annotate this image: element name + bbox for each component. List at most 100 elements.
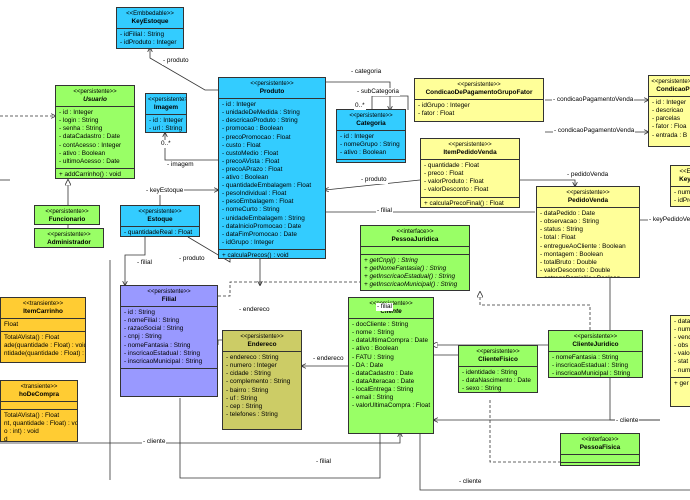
class-name: Usuario	[83, 96, 107, 104]
label-filial-left: - filial	[136, 259, 153, 267]
class-name: Categoria	[356, 120, 386, 128]
label-cliente-low: - cliente	[458, 478, 483, 486]
wire-produto-imagem	[165, 133, 218, 161]
attribute: - dataInicioPromocao : Date	[222, 222, 302, 230]
stereotype: <<persistente>>	[457, 82, 501, 88]
attribute: - url : String	[149, 125, 183, 133]
class-condgrupo[interactable]: <<persistente>>CondicaoDePagamentoGrupoF…	[414, 78, 544, 122]
attribute: - id : Integer	[652, 99, 687, 107]
stereotype: <<persistente>>	[148, 97, 186, 103]
attribute: - descricao	[652, 107, 684, 115]
attribute: - nomeFantasia : String	[552, 354, 619, 362]
attribute: - contAcesso : Integer	[59, 141, 122, 149]
stereotype: <<interface>>	[581, 437, 619, 443]
class-usuario[interactable]: <<persistente>>Usuario- id : Integer- lo…	[55, 85, 135, 179]
class-produto[interactable]: <<persistente>>Produto- id : Integer- un…	[218, 77, 326, 259]
method: TotalAVista() : Float	[4, 412, 60, 420]
attribute: - cidade : String	[226, 370, 271, 378]
attribute: - total : Float	[540, 234, 576, 242]
class-pessoajuridica[interactable]: <<interface>>PessoaJuridica+ getCnpj() :…	[360, 225, 470, 291]
class-header: <<persistente>>Produto	[219, 78, 325, 100]
attribute: - uf : String	[226, 394, 258, 402]
attribute: - dataAlteracao : Date	[352, 377, 415, 385]
stereotype: <<persistente>>	[47, 232, 91, 238]
attribute: - email : String	[352, 394, 394, 402]
attribute: - valorDesconto : Double	[540, 266, 611, 274]
attribute: - id : Integer	[222, 101, 257, 109]
class-itempedido[interactable]: <<persistente>>ItemPedidoVenda- quantida…	[420, 138, 520, 208]
stereotype: <<persistente>>	[476, 349, 520, 355]
attribute: - id : String	[124, 309, 155, 317]
class-clientefisico[interactable]: <<persistente>>ClienteFisico- identidade…	[458, 345, 538, 393]
label-filial-mid: - filial	[376, 207, 393, 215]
class-administrador[interactable]: <<persistente>>Administrador	[34, 228, 104, 248]
method: o : int) : void	[4, 428, 39, 436]
class-header: <<persistente>>Endereco	[223, 331, 301, 353]
attribute: - bairro : String	[226, 386, 269, 394]
attributes-section: - idGrupo : Integer- fator : Float	[415, 100, 543, 120]
class-header: <<persistente>>Filial	[121, 286, 217, 308]
attribute: - DA : Date	[352, 361, 384, 369]
class-header: <<Embbedable>>KeyEstoque	[117, 8, 183, 30]
attribute: - telefones : String	[226, 410, 278, 418]
method: + calculaPrecos() : void	[222, 251, 289, 259]
attribute: - precoAPrazo : Float	[222, 165, 283, 173]
label-cliente-bottom: - cliente	[142, 438, 167, 446]
attribute: - dataCadastro : Date	[59, 133, 121, 141]
method: + getInscricaoEstadual() : String	[364, 273, 456, 281]
stereotype: <<persistente>>	[138, 209, 182, 215]
attribute: - valorProduto : Float	[424, 178, 484, 186]
class-pedidovenda[interactable]: <<persistente>>PedidoVenda- dataPedido :…	[536, 186, 640, 278]
label-imagem-mult: 0..*	[160, 140, 172, 148]
class-keyestoque[interactable]: <<Embbedable>>KeyEstoque- idFilial : Str…	[116, 7, 184, 49]
attribute: - dataFimPromocao : Date	[222, 230, 297, 238]
attribute: - parcelas	[652, 115, 681, 123]
class-name: ClienteJuridico	[572, 341, 619, 349]
label-subcategoria: - subCategoria	[356, 88, 400, 96]
attributes-section: - id : Integer- url : String	[146, 115, 186, 133]
methods-section: + getCnpj() : String+ getNomeFantasia() …	[361, 255, 469, 290]
stereotype: <transiente>>	[20, 384, 58, 390]
attribute: - idProduto	[674, 197, 690, 205]
wire-filial-pj	[218, 281, 360, 297]
attribute: - dataCadastro : Date	[352, 369, 414, 377]
attribute: - precoAVista : Float	[222, 157, 280, 165]
class-condpag[interactable]: <<persistente>>CondicaoP- id : Integer- …	[648, 75, 690, 147]
attribute: - localEntrega : String	[352, 385, 414, 393]
label-imagem: - imagem	[166, 161, 195, 169]
stereotype: <<persistente>>	[573, 334, 618, 340]
class-header: <<persistente>>CondicaoDePagamentoGrupoF…	[415, 79, 543, 101]
label-produto-low: - produto	[178, 255, 206, 263]
method: + ger	[674, 379, 689, 387]
class-endereco[interactable]: <<persistente>>Endereco- endereco : Stri…	[222, 330, 302, 430]
attribute: - dataUltimaCompra : Date	[352, 337, 429, 345]
class-clientejuridico[interactable]: <<persistente>>ClienteJuridico - nomeFant…	[548, 330, 643, 378]
class-rightpartial[interactable]: - data- num- vend- obs- valo- stat- num+…	[670, 315, 690, 407]
class-cliente[interactable]: <<persistente>>Cliente- docCliente : Str…	[348, 297, 434, 434]
attribute: - login : String	[59, 117, 99, 125]
class-imagem[interactable]: <<persistente>>Imagem- id : Integer- url…	[145, 93, 187, 133]
method: ntidade(quantidade : Float) : void	[4, 350, 85, 358]
attribute: - nomeFantasia : String	[124, 341, 191, 349]
attributes-section: - quantidadeReal : Float	[121, 227, 199, 236]
class-filial[interactable]: <<persistente>>Filial- id : String- nome…	[120, 285, 218, 397]
class-funcionario[interactable]: <<persistente>>Funcionario	[34, 205, 100, 225]
attribute: - montagem : Boolean	[540, 250, 603, 258]
attribute: - data	[674, 318, 690, 325]
attribute: - sexo : String	[462, 385, 502, 393]
label-endereco-top: - endereco	[238, 306, 271, 314]
class-estoque[interactable]: <<persistente>>Estoque- quantidadeReal :…	[120, 205, 200, 237]
attributes-section	[561, 455, 639, 464]
attribute: - status : String	[540, 226, 583, 234]
label-endereco-mid: - endereco	[312, 355, 345, 363]
class-categoria[interactable]: <<persistente>>Categoria- id : Integer- …	[336, 109, 406, 163]
wire-cliente-low	[419, 433, 690, 491]
class-pessoafisica[interactable]: <<interface>>PessoaFisica+ getCpf() : St…	[560, 433, 640, 466]
methods-section	[337, 160, 405, 162]
attributes-section: - id : String- nomeFilial : String- raza…	[121, 307, 217, 369]
attribute: - razaoSocial : String	[124, 325, 184, 333]
